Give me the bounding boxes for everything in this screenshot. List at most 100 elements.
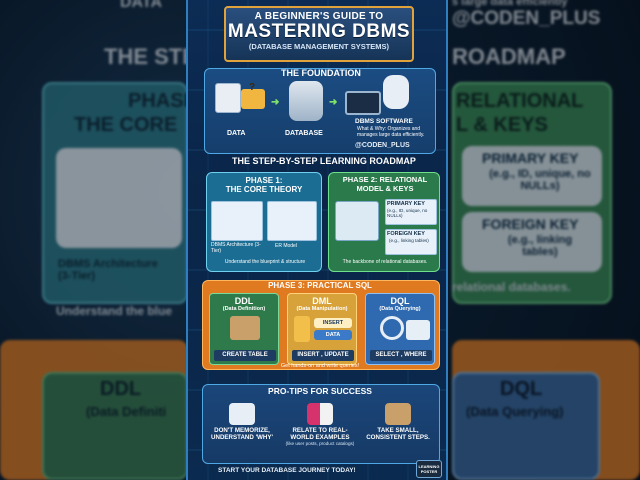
title-sub: (DATABASE MANAGEMENT SYSTEMS) [248, 42, 390, 51]
table-icon [406, 320, 430, 340]
bg-phase-right-2: L & KEYS [456, 114, 548, 136]
dml-insert-box: INSERT [314, 318, 352, 328]
bg-primary-key-card [462, 146, 602, 206]
dml-sub: (Data Manipulation) [296, 306, 348, 312]
arrow-icon: ➜ [271, 97, 280, 108]
dml-card: DML (Data Manipulation) INSERT DATA INSE… [287, 293, 357, 365]
phase1-section: PHASE 1: THE CORE THEORY DBMS Architectu… [206, 172, 322, 272]
bg-top-right-watermark: @CODEN_PLUS [452, 8, 601, 29]
foreign-key-label: FOREIGN KEY [387, 231, 425, 237]
primary-key-card [385, 199, 437, 225]
bg-phase-left-2: THE CORE [74, 114, 178, 136]
bg-foreign-key: FOREIGN KEY [482, 216, 579, 232]
bg-foreign-desc: (e.g., linking tables) [507, 234, 573, 258]
dml-data-box: DATA [314, 330, 352, 340]
dql-tag: SELECT , WHERE [370, 350, 432, 361]
data-document-icon [215, 83, 241, 113]
phase2-footer: The backbone of relational databases. [342, 259, 428, 265]
dml-title: DML [312, 296, 332, 306]
pro-tips-section: PRO-TIPS FOR SUCCESS DON'T MEMORIZE, UND… [202, 384, 440, 464]
database-label: DATABASE [285, 130, 323, 137]
ddl-sub: (Data Definition) [222, 306, 266, 312]
footer-text: START YOUR DATABASE JOURNEY TODAY! [218, 467, 356, 474]
what-why-text: What & Why: Organizes and manages large … [357, 126, 425, 138]
dql-sub: (Data Querying) [379, 306, 421, 312]
badge-text: LEARNING POSTER [418, 464, 440, 474]
bg-primary-desc: (e.g., ID, unique, no NULLs) [489, 168, 591, 192]
pencil-icon [294, 316, 310, 342]
tip-real-world: RELATE TO REAL-WORLD EXAMPLES (like user… [283, 403, 357, 447]
ddl-tag: CREATE TABLE [214, 350, 276, 361]
foundation-section: THE FOUNDATION ? DATA ➜ DATABASE ➜ DBMS … [204, 68, 436, 154]
title-top: A BEGINNER'S GUIDE TO [254, 11, 384, 22]
hammer-icon [230, 316, 260, 340]
book-icon [229, 403, 255, 425]
bg-ddl-text: DDL [100, 378, 142, 400]
bg-ddl-card [42, 372, 188, 480]
bg-understand-text: Understand the blue [56, 304, 173, 318]
tip-understand: DON'T MEMORIZE, UNDERSTAND 'WHY' [205, 403, 279, 441]
dml-insert-label: INSERT [322, 320, 344, 326]
question-mark-icon: ? [249, 82, 256, 93]
title-plate: A BEGINNER'S GUIDE TO MASTERING DBMS (DA… [224, 6, 414, 62]
bg-roadmap-fragment: THE STE [104, 44, 197, 69]
bg-dql-text: DQL [500, 378, 543, 400]
bg-ddl-sub: (Data Definiti [86, 404, 167, 419]
tip3-text: TAKE SMALL, CONSISTENT STEPS. [366, 427, 430, 441]
bg-phase-right-1: RELATIONAL [456, 90, 584, 112]
data-label: DATA [227, 130, 246, 137]
dql-title: DQL [390, 296, 410, 306]
robot-icon [383, 75, 409, 109]
foundation-heading: THE FOUNDATION [281, 68, 361, 78]
bg-top-right-text: s large data efficiently [452, 0, 568, 8]
bg-dql-card [452, 372, 600, 480]
watermark-text: @CODEN_PLUS [355, 142, 410, 149]
tip2-text: RELATE TO REAL-WORLD EXAMPLES [290, 427, 350, 441]
ddl-card: DDL (Data Definition) CREATE TABLE [209, 293, 279, 365]
primary-key-desc: (e.g., ID, unique, no NULLs) [387, 208, 428, 219]
foreign-key-desc: (e.g., linking tables) [389, 238, 429, 243]
roadmap-heading: THE STEP-BY-STEP LEARNING ROADMAP [232, 156, 416, 166]
infographic-poster: A BEGINNER'S GUIDE TO MASTERING DBMS (DA… [186, 0, 448, 480]
relational-table-icon [335, 201, 379, 241]
dml-data-label: DATA [325, 332, 341, 338]
folder-icon [241, 89, 265, 109]
learning-poster-badge: LEARNING POSTER [416, 460, 442, 478]
arrow-icon: ➜ [329, 97, 338, 108]
dql-card: DQL (Data Querying) SELECT , WHERE [365, 293, 435, 365]
phase3-footer: Get hands-on and write queries! [280, 363, 360, 369]
phase1-item1: DBMS Architecture (3-Tier) [211, 242, 261, 254]
er-model-card [267, 201, 317, 241]
phase3-section: PHASE 3: PRACTICAL SQL DDL (Data Definit… [202, 280, 440, 370]
ladder-stopwatch-icon [385, 403, 411, 425]
software-label: DBMS SOFTWARE [355, 118, 413, 125]
ddl-title: DDL [234, 296, 254, 306]
phase1-title: PHASE 1: THE CORE THEORY [225, 176, 303, 194]
phase2-title: PHASE 2: RELATIONAL MODEL & KEYS [342, 175, 428, 193]
phase1-footer: Understand the blueprint & structure [224, 259, 306, 265]
title-main: MASTERING DBMS [227, 21, 411, 42]
phase1-item2: ER Model [275, 243, 297, 249]
bg-foreign-key-card [462, 212, 602, 272]
bg-dql-sub: (Data Querying) [466, 404, 564, 419]
magnifier-icon [380, 316, 404, 340]
primary-key-label: PRIMARY KEY [387, 201, 425, 207]
bg-relational-db: relational databases. [452, 280, 571, 294]
phase2-section: PHASE 2: RELATIONAL MODEL & KEYS PRIMARY… [328, 172, 440, 272]
foreign-key-card [385, 229, 437, 255]
phase3-title: PHASE 3: PRACTICAL SQL [268, 281, 372, 290]
bg-primary-key: PRIMARY KEY [482, 150, 579, 166]
bg-roadmap-fragment-right: ROADMAP [452, 44, 566, 69]
bg-architecture-card [56, 148, 182, 248]
tip2-sub: (like user posts, product catalogs) [285, 441, 355, 446]
bg-phase-left-1: PHASE [128, 90, 197, 112]
bg-arch-label: DBMS Architecture (3-Tier) [58, 258, 158, 282]
pro-tips-title: PRO-TIPS FOR SUCCESS [268, 386, 372, 396]
tip-consistent: TAKE SMALL, CONSISTENT STEPS. [361, 403, 435, 441]
bg-top-left-text: DATA [120, 0, 163, 11]
tip1-text: DON'T MEMORIZE, UNDERSTAND 'WHY' [211, 427, 273, 441]
architecture-card [211, 201, 263, 241]
laptop-icon [345, 91, 381, 115]
database-icon [289, 81, 323, 121]
social-apps-icon [307, 403, 333, 425]
